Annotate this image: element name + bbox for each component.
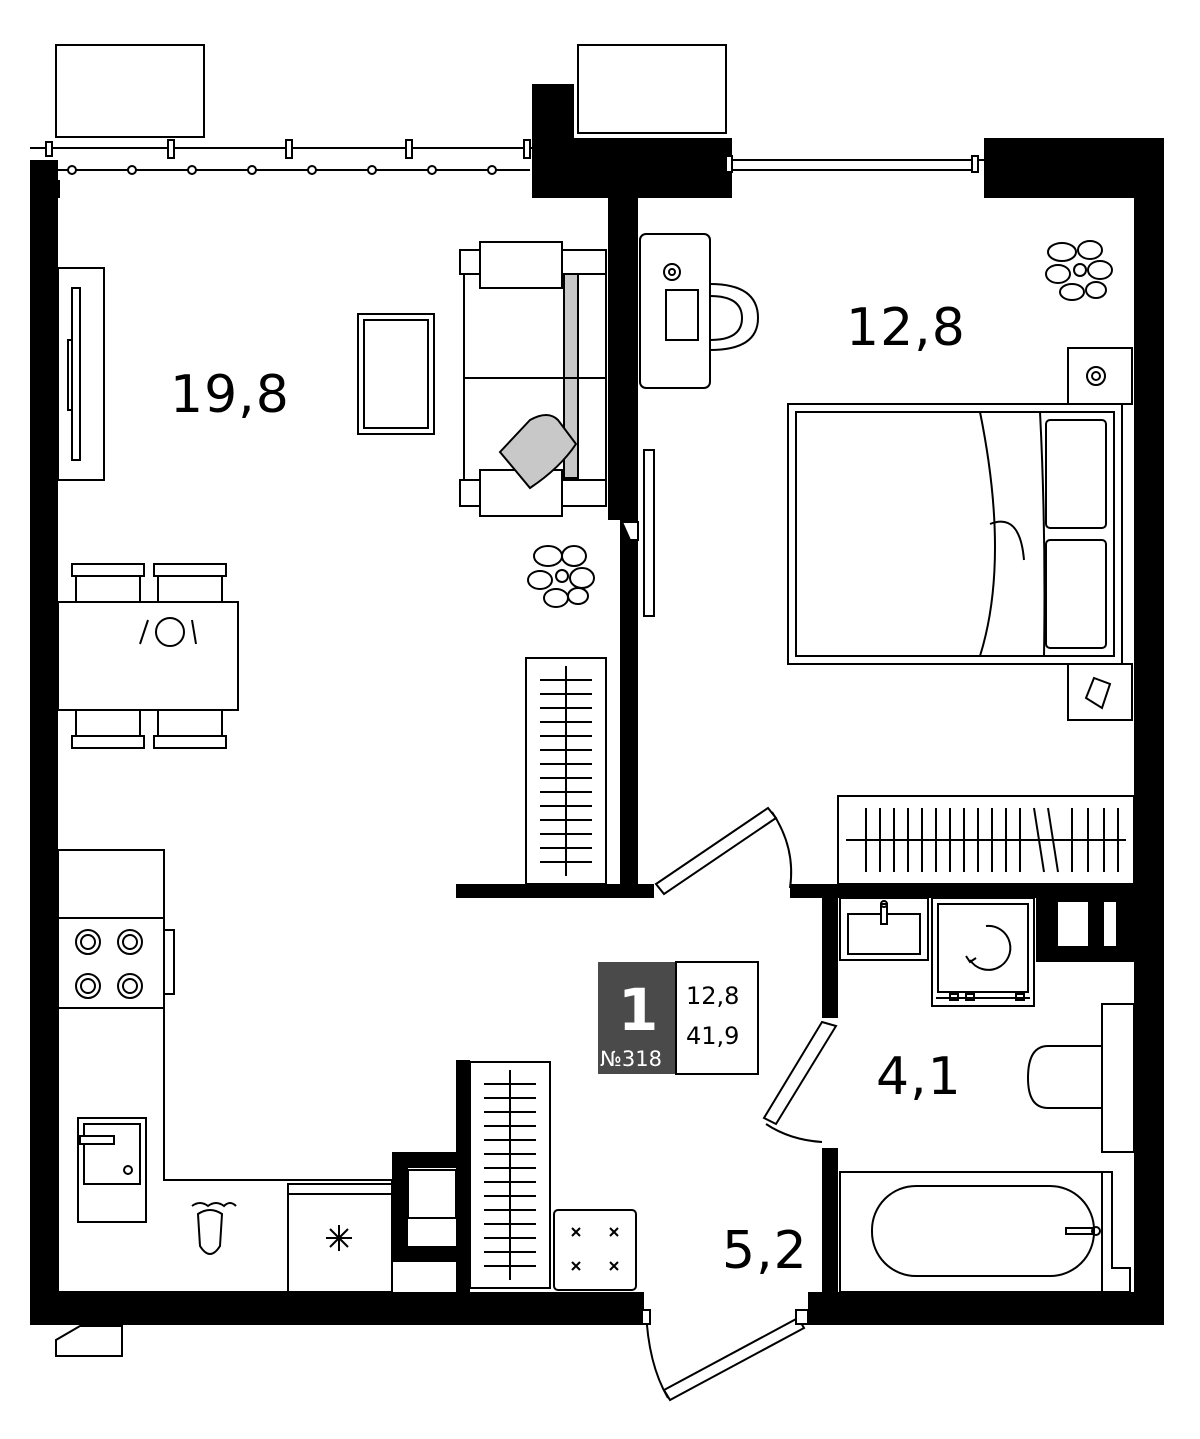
refrigerator	[287, 1183, 393, 1293]
balcony	[30, 44, 727, 175]
toilet	[1026, 1003, 1135, 1153]
plant-bedroom	[1045, 240, 1113, 301]
badge-total-area: 41,9	[686, 1022, 739, 1050]
balcony-railing-posts	[45, 139, 531, 175]
room-area-bathroom: 4,1	[876, 1047, 962, 1107]
bedroom-window	[722, 154, 984, 198]
coffee-table	[357, 313, 435, 435]
outside-step	[55, 1325, 123, 1357]
apartment-badge: 1 №318 12,8 41,9	[598, 961, 759, 1075]
walls	[30, 84, 1164, 1325]
bath-sink	[839, 897, 929, 961]
bedroom-door	[620, 449, 793, 896]
bathroom-door	[762, 1020, 838, 1143]
plant-living	[527, 545, 595, 608]
washing-machine	[931, 897, 1035, 1007]
room-area-hallway: 5,2	[722, 1221, 808, 1281]
kitchen-sink	[77, 1117, 147, 1223]
hallway-bench	[553, 1209, 637, 1291]
kitchen-counter	[57, 849, 393, 1293]
room-area-bedroom: 12,8	[846, 298, 966, 358]
entrance-door	[641, 1309, 809, 1402]
dishwasher	[191, 1202, 237, 1255]
bedroom-wardrobe	[837, 795, 1135, 885]
badge-living-area: 12,8	[686, 982, 739, 1010]
balcony-planter-left	[55, 44, 205, 138]
tv-unit	[57, 267, 105, 481]
dining-table	[57, 563, 239, 749]
desk	[639, 233, 760, 389]
sofa	[459, 241, 607, 517]
room-area-living-kitchen: 19,8	[170, 365, 290, 425]
badge-apartment-number: №318	[600, 1047, 662, 1071]
stove-burners	[75, 929, 143, 999]
bathtub	[839, 1171, 1131, 1293]
badge-rooms-count: 1	[618, 976, 658, 1044]
hallway-wardrobe	[469, 1061, 551, 1289]
badge-dark-panel	[598, 962, 676, 1074]
balcony-planter-right	[577, 44, 727, 134]
badge-info-panel	[675, 961, 759, 1075]
bed	[787, 347, 1133, 721]
living-wardrobe	[525, 657, 607, 885]
